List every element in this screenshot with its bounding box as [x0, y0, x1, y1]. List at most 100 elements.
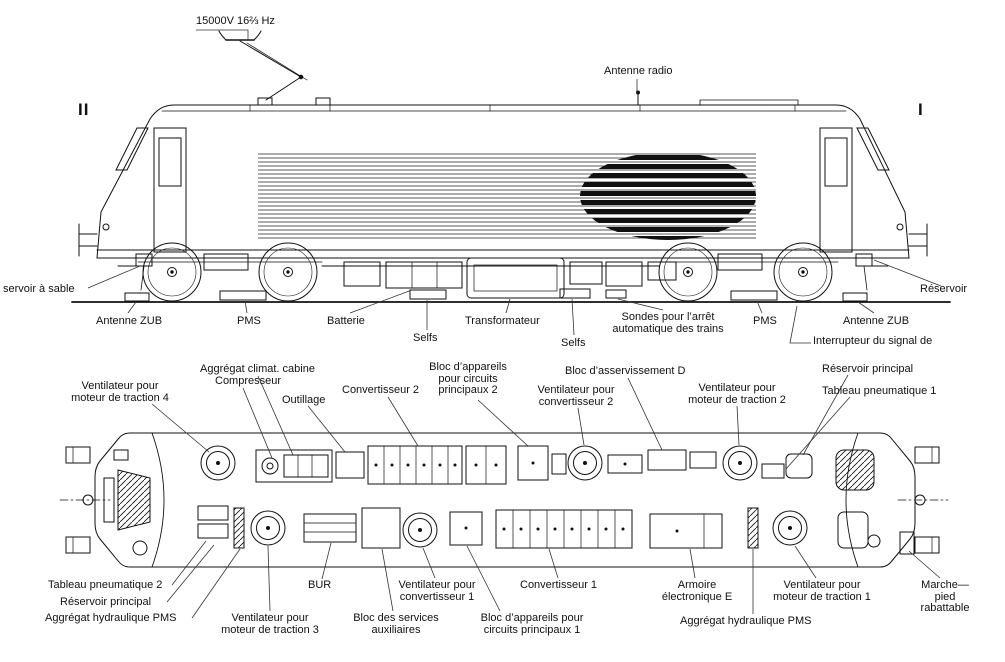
fan-traction-motor-2	[722, 445, 758, 481]
compressor-unit	[255, 449, 333, 483]
folding-step	[899, 531, 915, 555]
label-bur: BUR	[308, 579, 332, 591]
coupler-right	[914, 494, 926, 506]
roof-panel-joints	[249, 104, 796, 112]
headlight-right	[896, 223, 904, 231]
apparatus-block-1	[449, 511, 483, 546]
label-compresseur: Compresseur	[215, 375, 282, 387]
windshield-left	[115, 127, 149, 171]
label-aggregat-climat-cabine: Aggrégat climat. cabine	[200, 363, 315, 375]
converter-2-grid	[367, 445, 463, 485]
traction-motor-right	[717, 253, 763, 271]
label-armoire-electronique: Armoire électronique E	[661, 579, 733, 603]
traction-motor-left	[203, 253, 249, 271]
side-view-leader-lines	[87, 29, 942, 344]
zub-antenna-left	[124, 292, 150, 302]
selfs-right-box	[559, 288, 591, 299]
bur-box	[303, 513, 357, 543]
buffer-plan	[65, 446, 91, 464]
label-antenne-zub-left: Antenne ZUB	[96, 315, 163, 327]
buffer-plan	[914, 536, 940, 554]
wheel	[773, 242, 833, 302]
plan-body-outline	[94, 432, 916, 568]
pms-shoe-left	[219, 290, 267, 301]
label-convertisseur-2: Convertisseur 2	[342, 384, 420, 396]
coupler-left	[82, 494, 94, 506]
main-air-reservoir-2	[197, 523, 229, 539]
servo-block-d	[647, 449, 687, 471]
sondes-box	[605, 289, 627, 299]
locomotive-body-outline	[96, 104, 910, 259]
cab-door-right	[819, 127, 853, 253]
label-aggregat-hydraulique-pms-right: Aggrégat hydraulique PMS	[680, 615, 812, 627]
label-voltage: 15000V 16⅔ Hz	[196, 15, 275, 27]
label-ventilateur-convertisseur-1: Ventilateur pour convertisseur 1	[398, 579, 476, 603]
label-bloc-appareils-2: Bloc d’appareils pour circuits principau…	[429, 361, 507, 396]
buffer-left	[78, 223, 98, 257]
label-reservoir: Réservoir	[920, 283, 968, 295]
windshield-right	[856, 127, 890, 171]
end-marker-left: II	[78, 100, 90, 119]
tool-box	[335, 451, 365, 479]
label-outillage: Outillage	[282, 394, 326, 406]
buffer-right	[908, 223, 928, 257]
fan-converter-2	[567, 445, 603, 481]
label-marche-pied: Marche—pied rabattable	[920, 579, 970, 614]
fan-traction-motor-4	[200, 445, 236, 481]
sandbox-right	[855, 253, 873, 267]
auxiliary-services-block	[361, 507, 401, 549]
label-selfs-left: Selfs	[413, 332, 438, 344]
wheel	[258, 242, 318, 302]
pms-shoe-right	[730, 290, 778, 301]
cab-console-right	[835, 449, 875, 491]
cab-wall-left	[151, 432, 165, 568]
cab-console-left	[117, 469, 151, 531]
hydraulic-unit-right	[747, 507, 759, 549]
radio-antenna-icon	[636, 90, 640, 106]
label-transformateur: Transformateur	[465, 315, 540, 327]
label-antenne-radio: Antenne radio	[604, 65, 673, 77]
label-ventilateur-traction-1: Ventilateur pour moteur de traction 1	[773, 579, 871, 603]
plan-view-leader-lines	[151, 374, 941, 619]
cab-wall-right	[845, 432, 859, 568]
label-convertisseur-1: Convertisseur 1	[520, 579, 598, 591]
pneumatic-panel-1	[761, 463, 785, 479]
label-ventilateur-traction-4: Ventilateur pour moteur de traction 4	[71, 380, 169, 404]
label-tableau-pneumatique-1: Tableau pneumatique 1	[822, 385, 937, 397]
buffer-plan	[914, 446, 940, 464]
label-antenne-zub-right: Antenne ZUB	[843, 315, 910, 327]
end-marker-right: I	[918, 100, 924, 119]
battery-box	[385, 261, 463, 289]
label-selfs-right: Selfs	[561, 337, 586, 349]
label-sondes-arret: Sondes pour l’arrêt automatique des trai…	[612, 311, 724, 335]
buffer-plan	[65, 536, 91, 554]
label-batterie: Batterie	[327, 315, 365, 327]
label-bloc-services-auxiliaires: Bloc des services auxiliaires	[353, 612, 439, 636]
pneumatic-panel-2	[197, 505, 229, 521]
folded-pantograph-icon	[699, 99, 799, 106]
fan-traction-motor-3	[250, 510, 286, 546]
label-bloc-appareils-1: Bloc d’appareils pour circuits principau…	[480, 612, 584, 636]
hydraulic-unit-left	[233, 507, 245, 549]
label-aggregat-hydraulique-pms-left: Aggrégat hydraulique PMS	[45, 612, 177, 624]
transformer-box	[466, 257, 565, 299]
label-ventilateur-traction-3: Ventilateur pour moteur de traction 3	[221, 612, 319, 636]
label-reservoir-sable: servoir à sable	[3, 283, 75, 295]
zub-antenna-right	[842, 292, 868, 302]
headlight-left	[102, 223, 110, 231]
label-reservoir-principal-1: Réservoir principal	[822, 363, 914, 375]
label-tableau-pneumatique-2: Tableau pneumatique 2	[48, 579, 163, 591]
louvre-ellipse	[580, 152, 756, 240]
label-ventilateur-convertisseur-2: Ventilateur pour convertisseur 2	[537, 384, 615, 408]
side-view-drawing	[71, 30, 951, 303]
label-pms-right: PMS	[753, 315, 777, 327]
label-ventilateur-traction-2: Ventilateur pour moteur de traction 2	[688, 382, 786, 406]
pantograph-icon	[218, 30, 308, 101]
wheel	[142, 242, 202, 302]
selfs-left-box	[409, 289, 447, 300]
plan-view-drawing	[59, 432, 949, 568]
fan-traction-motor-1	[772, 510, 808, 546]
wheel	[658, 242, 718, 302]
